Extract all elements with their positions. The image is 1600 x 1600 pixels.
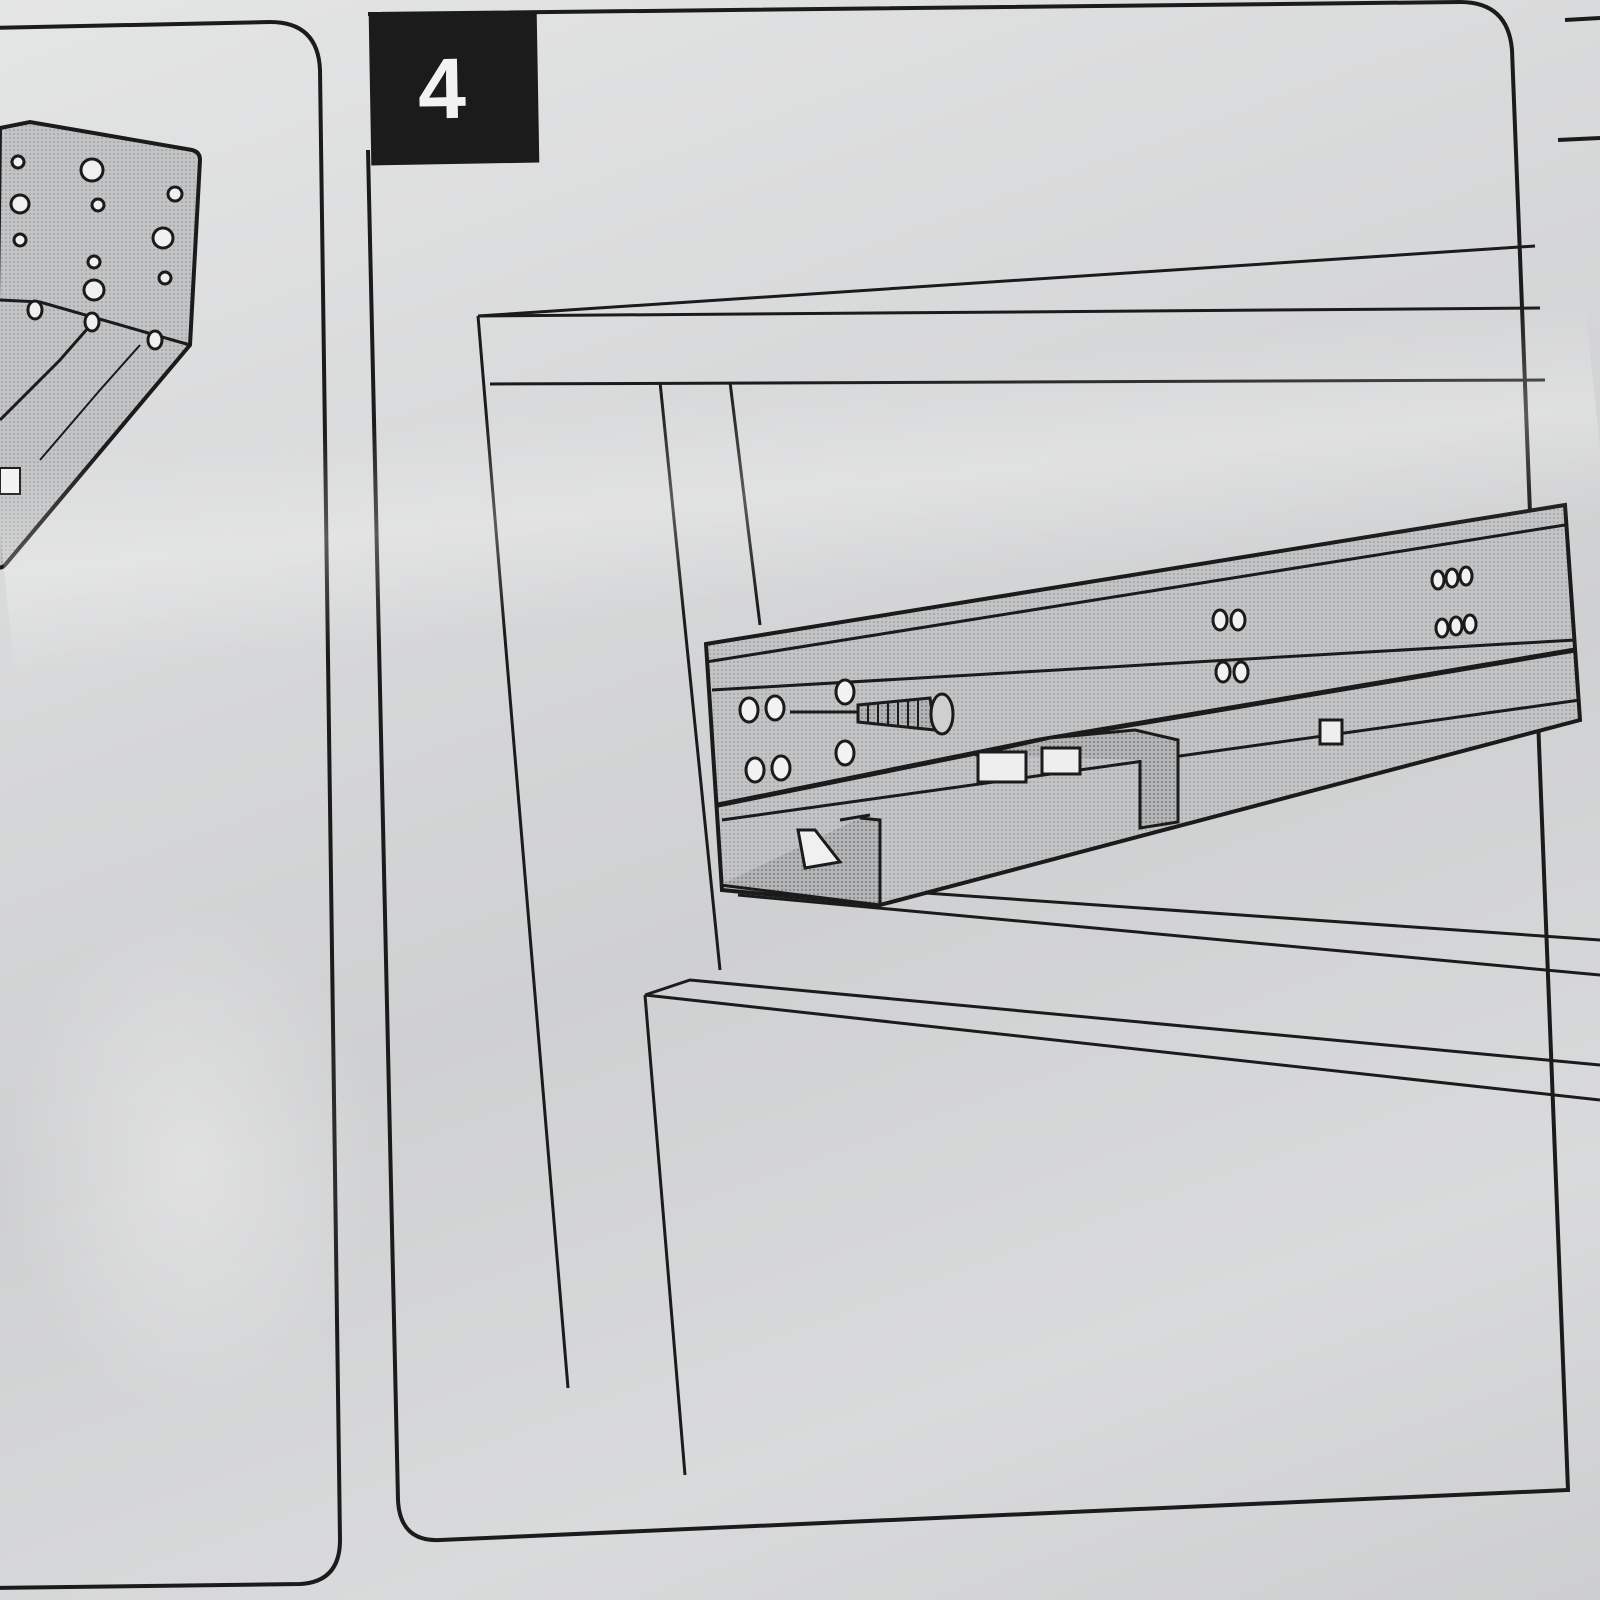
step-4-panel-frame (366, 0, 1571, 1543)
step-number: 4 (417, 40, 467, 138)
step-number-badge: 4 (368, 12, 540, 166)
cabinet (476, 244, 1600, 1389)
drawer-slide-icon (703, 502, 1583, 908)
next-panel-frame (1557, 16, 1600, 142)
left-panel-frame (0, 19, 343, 1590)
screw-icon (790, 692, 955, 736)
drawer-front (643, 978, 1600, 1476)
bracket-icon (0, 119, 203, 570)
